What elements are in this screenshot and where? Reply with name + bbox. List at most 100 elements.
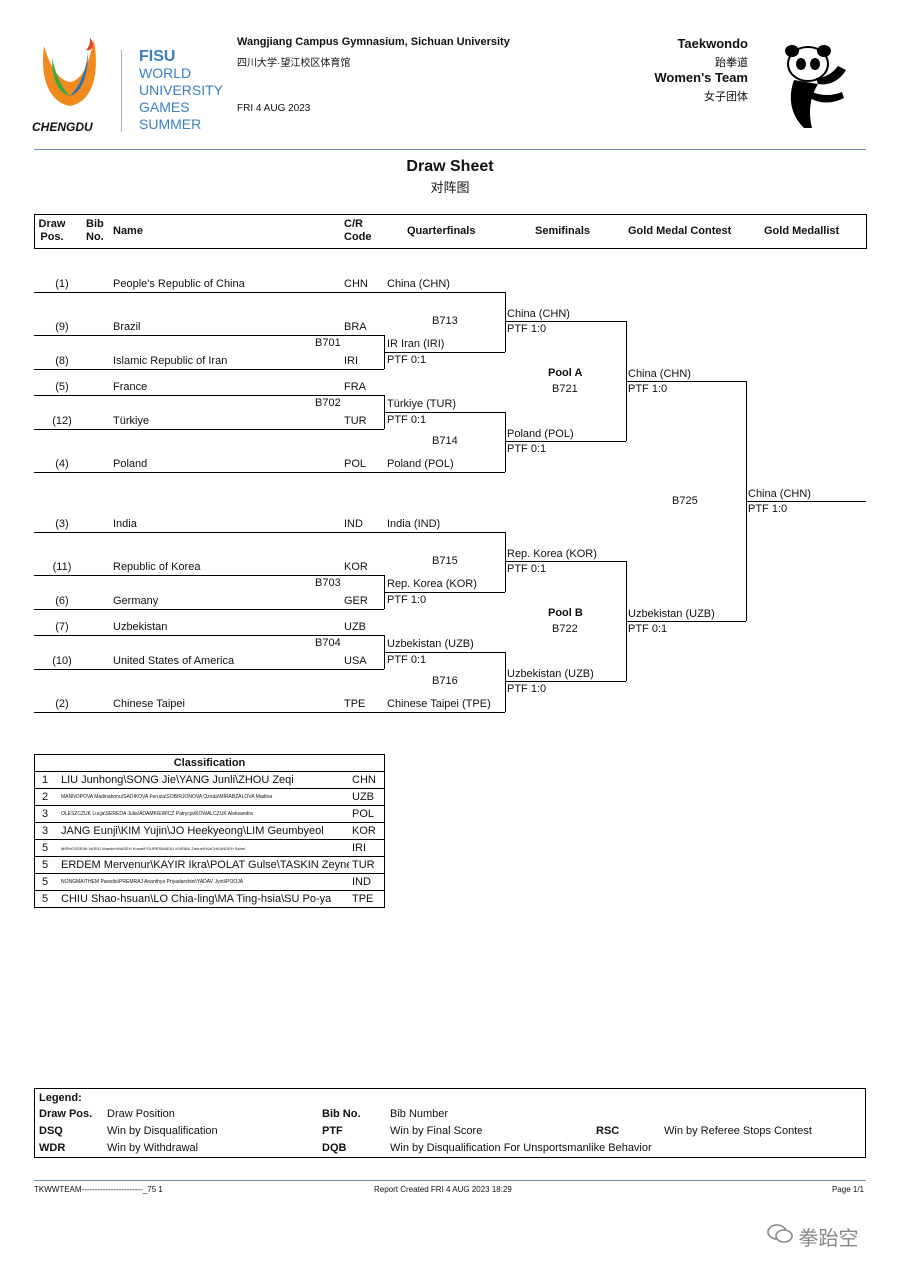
entry-line xyxy=(34,335,384,336)
gold-medallist-team: China (CHN) xyxy=(748,488,811,500)
cls-rank: 5 xyxy=(42,842,48,854)
logo-divider xyxy=(121,50,122,132)
entry-name: Chinese Taipei xyxy=(113,698,185,710)
entry-name: Germany xyxy=(113,595,158,607)
col-semifinals: Semifinals xyxy=(535,225,590,237)
classification-row: 5 ERDEM Mervenur\KAYIR Ikra\POLAT Gulse\… xyxy=(34,856,385,874)
entry-line xyxy=(34,292,384,293)
col-bib-no-line: No. xyxy=(86,231,104,244)
entry-pos: (3) xyxy=(40,518,84,530)
legend-value: Draw Position xyxy=(107,1108,175,1120)
entry-pos: (7) xyxy=(40,621,84,633)
col-name: Name xyxy=(113,225,143,237)
cls-names: MIRHOSSEINI VARSJ Maedeh\NASEH Kosar\POU… xyxy=(61,846,349,851)
sf-score: PTF 1:0 xyxy=(507,683,546,695)
qf-team: India (IND) xyxy=(387,518,440,530)
entry-name: Poland xyxy=(113,458,147,470)
wechat-icon xyxy=(766,1223,794,1250)
event-name: Women's Team xyxy=(654,70,748,85)
entry-name: Türkiye xyxy=(113,415,149,427)
sf-line xyxy=(505,321,626,322)
entry-name: France xyxy=(113,381,147,393)
entry-pos: (5) xyxy=(40,381,84,393)
final-team: Uzbekistan (UZB) xyxy=(628,608,715,620)
classification-row: 3 JANG Eunji\KIM Yujin\JO Heekyeong\LIM … xyxy=(34,822,385,840)
legend-key: DQB xyxy=(322,1142,346,1154)
classification-title: Classification xyxy=(34,757,385,769)
cls-names: LIU Junhong\SONG Jie\YANG Junli\ZHOU Zeq… xyxy=(61,774,349,786)
winner-line xyxy=(746,501,866,502)
watermark-text: 拳跆空 xyxy=(798,1228,858,1250)
qf-team: Türkiye (TUR) xyxy=(387,398,456,410)
sf-line xyxy=(505,561,626,562)
cls-code: TUR xyxy=(352,859,375,871)
qf-team: Poland (POL) xyxy=(387,458,454,470)
legend-value: Win by Final Score xyxy=(390,1125,482,1137)
entry-pos: (10) xyxy=(40,655,84,667)
classification-row: 5 CHIU Shao-hsuan\LO Chia-ling\MA Ting-h… xyxy=(34,890,385,908)
entry-code: IND xyxy=(344,518,363,530)
bout-b715: B715 xyxy=(432,555,458,567)
cls-code: TPE xyxy=(352,893,373,905)
sf-line xyxy=(505,441,626,442)
cls-code: CHN xyxy=(352,774,376,786)
entry-pos: (8) xyxy=(40,355,84,367)
qf-line xyxy=(384,352,505,353)
sf-line xyxy=(505,681,626,682)
cls-names: CHIU Shao-hsuan\LO Chia-ling\MA Ting-hsi… xyxy=(61,893,349,905)
legend-key: Draw Pos. xyxy=(39,1108,92,1120)
sf-team: Uzbekistan (UZB) xyxy=(507,668,594,680)
entry-pos: (2) xyxy=(40,698,84,710)
qf-team: Chinese Taipei (TPE) xyxy=(387,698,491,710)
col-draw-pos-line: Draw xyxy=(34,218,70,231)
sport-cn: 跆拳道 xyxy=(715,54,748,70)
event-date: FRI 4 AUG 2023 xyxy=(237,103,310,114)
qf-line xyxy=(384,592,505,593)
cls-names: JANG Eunji\KIM Yujin\JO Heekyeong\LIM Ge… xyxy=(61,825,349,837)
entry-pos: (1) xyxy=(40,278,84,290)
cls-rank: 3 xyxy=(42,808,48,820)
qf-team: IR Iran (IRI) xyxy=(387,338,444,350)
panda-mascot-icon xyxy=(774,42,850,137)
sf-score: PTF 0:1 xyxy=(507,563,546,575)
cls-names: MANNOPOVA Madinabonu\SADIKOVA Feruza\SOB… xyxy=(61,794,349,800)
entry-line xyxy=(34,532,384,533)
bout-b722: B722 xyxy=(552,623,578,635)
col-draw-pos: Draw Pos. xyxy=(34,218,70,244)
footer-center: Report Created FRI 4 AUG 2023 18:29 xyxy=(374,1185,512,1194)
entry-code: TPE xyxy=(344,698,365,710)
entry-pos: (4) xyxy=(40,458,84,470)
col-bib-no-line: Bib xyxy=(86,218,104,231)
bout-b704: B704 xyxy=(315,637,341,649)
sheet-title: Draw Sheet xyxy=(0,158,900,176)
entry-line xyxy=(34,369,384,370)
footer-right: Page 1/1 xyxy=(832,1185,864,1194)
legend-key: WDR xyxy=(39,1142,65,1154)
entry-code: BRA xyxy=(344,321,367,333)
sf-score: PTF 1:0 xyxy=(507,323,546,335)
entry-pos: (6) xyxy=(40,595,84,607)
entry-line xyxy=(34,669,384,670)
entry-code: TUR xyxy=(344,415,367,427)
cls-rank: 5 xyxy=(42,859,48,871)
entry-code: IRI xyxy=(344,355,358,367)
bout-b716: B716 xyxy=(432,675,458,687)
fisu-line: FISU xyxy=(139,48,223,65)
qf-line xyxy=(384,712,505,713)
entry-name: India xyxy=(113,518,137,530)
cls-names: ERDEM Mervenur\KAYIR Ikra\POLAT Gulse\TA… xyxy=(61,859,349,871)
col-quarterfinals: Quarterfinals xyxy=(407,225,475,237)
qf-line xyxy=(384,532,505,533)
legend-value: Win by Referee Stops Contest xyxy=(664,1125,812,1137)
col-cr-code-line: Code xyxy=(344,231,372,244)
chengdu-logo-mark xyxy=(30,36,110,116)
entry-code: POL xyxy=(344,458,366,470)
venue-cn: 四川大学·望江校区体育馆 xyxy=(237,54,350,69)
cls-code: UZB xyxy=(352,791,374,803)
classification-row: 2 MANNOPOVA Madinabonu\SADIKOVA Feruza\S… xyxy=(34,788,385,806)
entry-pos: (11) xyxy=(40,561,84,573)
qf-team: Rep. Korea (KOR) xyxy=(387,578,477,590)
qf-score: PTF 0:1 xyxy=(387,354,426,366)
legend-value: Bib Number xyxy=(390,1108,448,1120)
cls-code: IRI xyxy=(352,842,366,854)
